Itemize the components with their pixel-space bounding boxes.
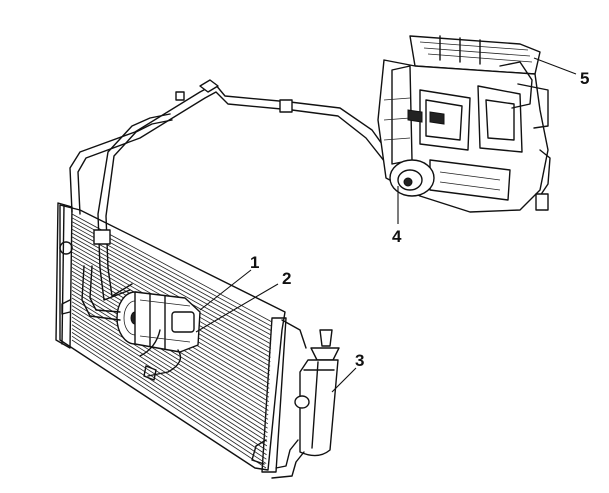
callout-3-label: 3 bbox=[355, 351, 364, 370]
callout-1-label: 1 bbox=[250, 253, 259, 272]
callout-4-label: 4 bbox=[392, 227, 402, 246]
callout-2-label: 2 bbox=[282, 269, 291, 288]
leader-5 bbox=[534, 58, 576, 74]
receiver-drier bbox=[272, 320, 339, 478]
evaporator-unit bbox=[378, 36, 550, 212]
callout-5-label: 5 bbox=[580, 69, 589, 88]
